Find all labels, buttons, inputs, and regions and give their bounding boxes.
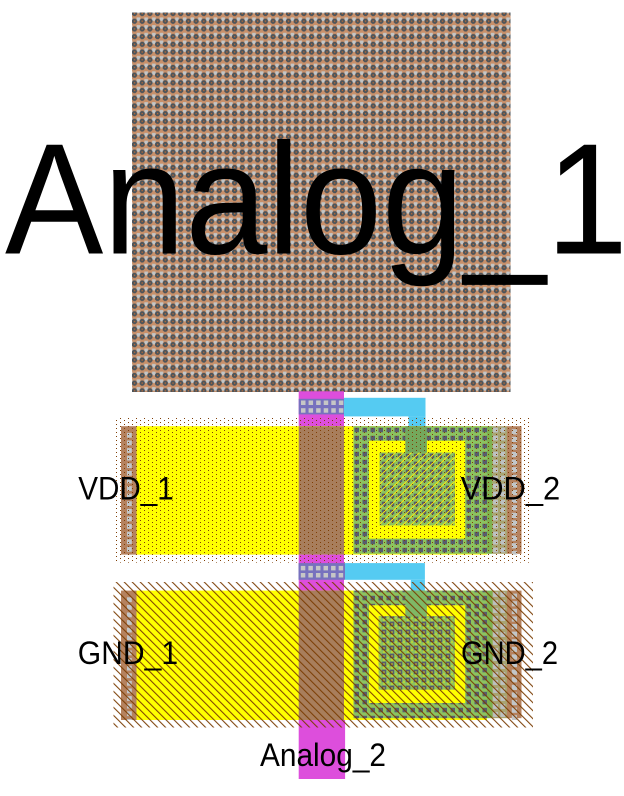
svg-text:Analog_1: Analog_1 xyxy=(5,112,624,288)
svg-text:GND_1: GND_1 xyxy=(78,635,178,671)
svg-text:VDD_2: VDD_2 xyxy=(461,470,561,506)
svg-text:VDD_1: VDD_1 xyxy=(78,470,174,506)
svg-text:Analog_2: Analog_2 xyxy=(260,737,386,773)
svg-text:GND_2: GND_2 xyxy=(461,635,558,671)
